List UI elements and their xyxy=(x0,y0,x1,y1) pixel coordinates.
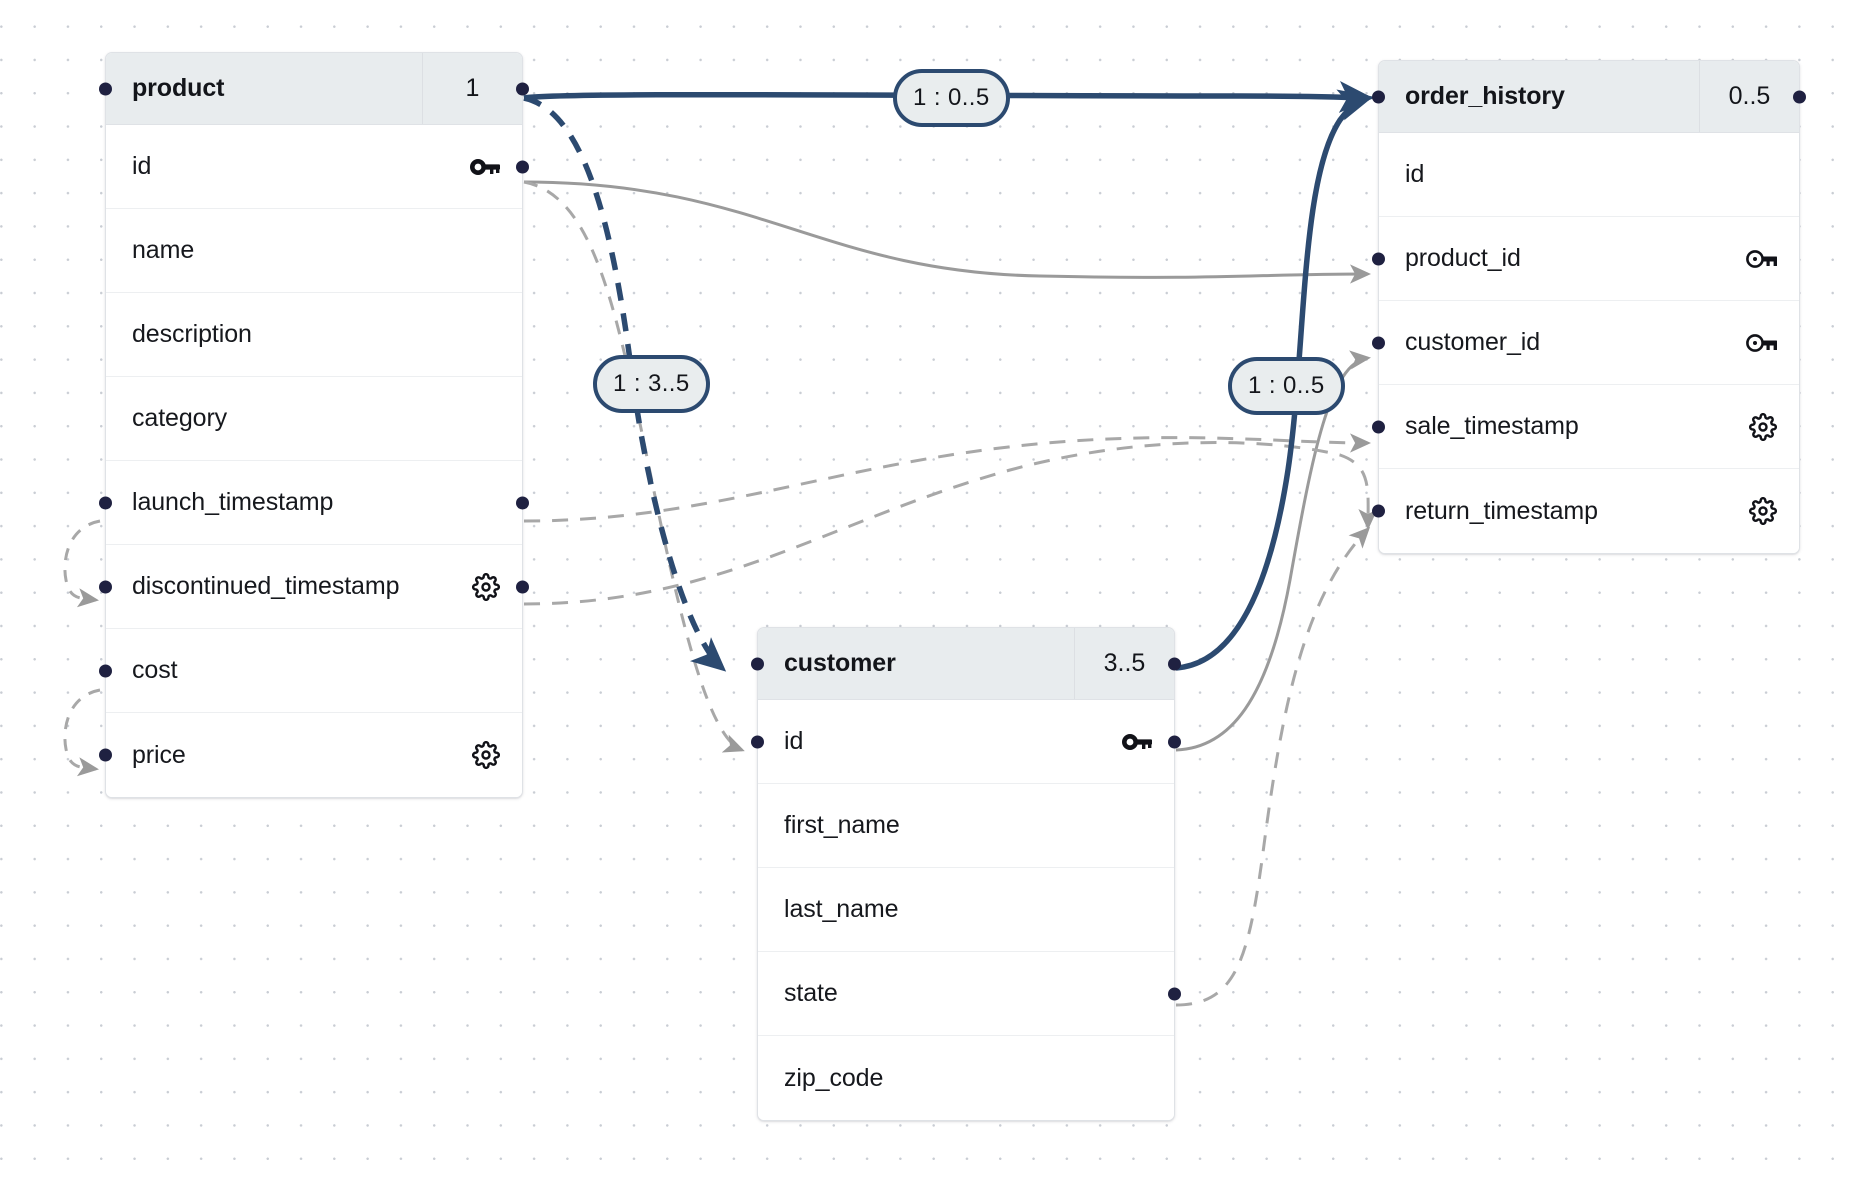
table-header-customer[interactable]: customer 3..5 xyxy=(751,628,1181,700)
primary-key-icon xyxy=(450,156,522,178)
edge-customer-state-to-order-history-return xyxy=(1175,526,1371,1007)
edge-product-id-to-order-history-product-id xyxy=(523,180,1371,284)
field-row-order-history-sale-timestamp[interactable]: sale_timestamp xyxy=(1372,385,1799,469)
edge-product-id-to-customer-id xyxy=(523,180,745,753)
port-customer-id-left[interactable] xyxy=(751,735,764,748)
primary-key-icon xyxy=(1102,731,1174,753)
field-row-product-price[interactable]: price xyxy=(99,713,522,797)
field-label-order-history-id: id xyxy=(1405,160,1425,188)
table-header-product[interactable]: product 1 xyxy=(99,53,529,125)
field-row-customer-state[interactable]: state xyxy=(758,952,1181,1036)
field-label-product-discontinued-timestamp: discontinued_timestamp xyxy=(132,572,400,600)
field-label-customer-first-name: first_name xyxy=(784,811,900,839)
port-order-history-sale-timestamp-left[interactable] xyxy=(1372,420,1385,433)
port-order-history-customer-id-left[interactable] xyxy=(1372,336,1385,349)
field-label-product-description: description xyxy=(132,320,252,348)
field-label-customer-zip-code: zip_code xyxy=(784,1063,884,1092)
field-row-customer-zip-code[interactable]: zip_code xyxy=(758,1036,1174,1120)
gear-icon xyxy=(1727,412,1799,441)
port-product-launch-timestamp-right[interactable] xyxy=(516,496,529,509)
port-product-id-right[interactable] xyxy=(516,160,529,173)
port-product-header-left[interactable] xyxy=(99,82,112,95)
table-title-customer: customer xyxy=(784,649,896,677)
port-customer-header-left[interactable] xyxy=(751,657,764,670)
edge-product-launch-self-loop xyxy=(63,519,101,608)
field-label-product-id: id xyxy=(132,152,152,180)
relationship-label-product-customer[interactable]: 1 : 3..5 xyxy=(593,355,710,413)
port-order-history-header-left[interactable] xyxy=(1372,90,1385,103)
table-cardinality-customer: 3..5 xyxy=(1074,628,1174,699)
gear-icon xyxy=(1727,497,1799,525)
foreign-key-icon xyxy=(1727,332,1799,354)
foreign-key-icon xyxy=(1727,248,1799,270)
edge-product-discontinued-to-order-history-return xyxy=(523,441,1378,606)
port-customer-state-right[interactable] xyxy=(1168,987,1181,1000)
field-label-customer-state: state xyxy=(784,979,838,1007)
edge-customer-id-to-order-history-customer-id xyxy=(1175,350,1371,752)
port-order-history-return-timestamp-left[interactable] xyxy=(1372,504,1385,518)
field-row-customer-first-name[interactable]: first_name xyxy=(758,784,1174,868)
port-order-history-product-id-left[interactable] xyxy=(1372,252,1385,265)
field-row-order-history-return-timestamp[interactable]: return_timestamp xyxy=(1372,469,1799,553)
field-row-product-cost[interactable]: cost xyxy=(99,629,522,713)
port-product-header-right[interactable] xyxy=(516,82,529,95)
gear-icon xyxy=(450,572,522,601)
field-label-product-category: category xyxy=(132,404,228,432)
relationship-label-customer-order-history[interactable]: 1 : 0..5 xyxy=(1228,357,1345,415)
table-node-product[interactable]: product 1 id name description xyxy=(99,52,529,798)
table-cardinality-order-history: 0..5 xyxy=(1699,61,1799,132)
field-label-order-history-customer-id: customer_id xyxy=(1405,328,1541,356)
field-label-product-name: name xyxy=(132,236,195,264)
table-node-customer[interactable]: customer 3..5 id first_name last_na xyxy=(751,627,1181,1121)
field-label-product-price: price xyxy=(132,740,186,769)
port-customer-header-right[interactable] xyxy=(1168,657,1181,670)
field-label-customer-last-name: last_name xyxy=(784,895,899,923)
field-label-order-history-product-id: product_id xyxy=(1405,244,1521,272)
port-product-cost-left[interactable] xyxy=(99,664,112,677)
field-label-order-history-sale-timestamp: sale_timestamp xyxy=(1405,412,1579,440)
table-node-order-history[interactable]: order_history 0..5 id product_id cu xyxy=(1372,60,1806,554)
field-row-customer-id[interactable]: id xyxy=(751,700,1181,784)
field-row-order-history-customer-id[interactable]: customer_id xyxy=(1372,301,1799,385)
port-product-discontinued-timestamp-left[interactable] xyxy=(99,580,112,593)
field-row-product-discontinued-timestamp[interactable]: discontinued_timestamp xyxy=(99,545,529,629)
field-row-order-history-product-id[interactable]: product_id xyxy=(1372,217,1799,301)
field-label-customer-id: id xyxy=(784,727,804,755)
field-label-product-cost: cost xyxy=(132,656,178,684)
table-header-order-history[interactable]: order_history 0..5 xyxy=(1372,61,1806,133)
port-customer-id-right[interactable] xyxy=(1168,735,1181,748)
field-row-product-id[interactable]: id xyxy=(106,125,529,209)
field-row-product-launch-timestamp[interactable]: launch_timestamp xyxy=(99,461,529,545)
gear-icon xyxy=(450,741,522,769)
field-row-order-history-id[interactable]: id xyxy=(1379,133,1799,217)
table-cardinality-product: 1 xyxy=(422,53,522,124)
port-product-price-left[interactable] xyxy=(99,748,112,762)
port-product-launch-timestamp-left[interactable] xyxy=(99,496,112,509)
relationship-label-product-order-history[interactable]: 1 : 0..5 xyxy=(893,69,1010,127)
field-label-product-launch-timestamp: launch_timestamp xyxy=(132,488,334,516)
table-title-order-history: order_history xyxy=(1405,82,1565,110)
table-title-product: product xyxy=(132,74,225,102)
port-product-discontinued-timestamp-right[interactable] xyxy=(516,580,529,593)
port-order-history-header-right[interactable] xyxy=(1793,90,1806,103)
field-row-product-name[interactable]: name xyxy=(106,209,522,293)
field-row-customer-last-name[interactable]: last_name xyxy=(758,868,1174,952)
edge-product-launch-to-order-history-sale xyxy=(523,433,1371,523)
edge-product-cost-self-loop xyxy=(63,688,101,777)
field-label-order-history-return-timestamp: return_timestamp xyxy=(1405,496,1598,525)
field-row-product-description[interactable]: description xyxy=(106,293,522,377)
field-row-product-category[interactable]: category xyxy=(106,377,522,461)
